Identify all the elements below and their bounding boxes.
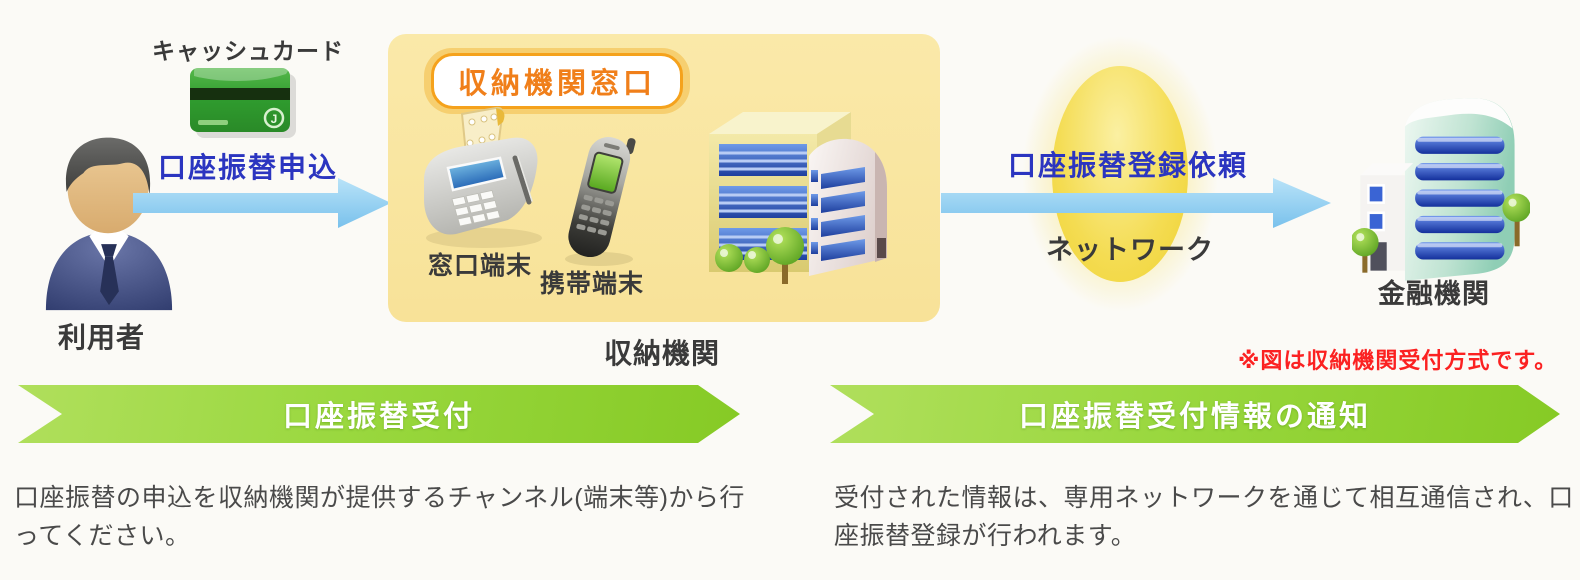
mobile-terminal-label: 携帯端末 — [540, 270, 645, 298]
step-description-notification: 受付された情報は、専用ネットワークを通じて相互通信され、口座振替登録が行われます… — [834, 484, 1574, 550]
mobile-terminal-icon — [565, 137, 636, 266]
step-banner-reception: 口座振替受付 — [18, 385, 740, 443]
network-oval — [1052, 66, 1188, 282]
cash-card-icon: J — [190, 68, 296, 138]
counter-terminal-label: 窓口端末 — [428, 252, 533, 280]
apply-arrow — [133, 178, 391, 228]
svg-text:J: J — [271, 112, 278, 126]
step-banner-notification-label: 口座振替受付情報の通知 — [1018, 401, 1371, 433]
bank-building-icon — [1352, 98, 1530, 281]
step-banner-notification: 口座振替受付情報の通知 — [830, 385, 1560, 443]
register-arrow — [941, 178, 1331, 228]
register-request-label: 口座振替登録依頼 — [1008, 150, 1249, 181]
user-label: 利用者 — [58, 322, 146, 353]
agency-building-icon — [709, 112, 887, 284]
step-banner-reception-label: 口座振替受付 — [282, 401, 475, 433]
diagram-note: ※図は収納機関受付方式です。 — [1238, 348, 1558, 373]
user-person-icon — [45, 137, 173, 311]
bank-label: 金融機関 — [1378, 279, 1490, 309]
apply-label: 口座振替申込 — [158, 152, 339, 183]
network-label: ネットワーク — [1046, 235, 1214, 265]
cash-card-label: キャッシュカード — [152, 38, 344, 64]
agency-caption: 収納機関 — [604, 338, 721, 369]
agency-window-badge-label: 収納機関窓口 — [431, 53, 684, 109]
counter-terminal-icon — [424, 106, 542, 248]
agency-window-badge: 収納機関窓口 — [424, 48, 691, 114]
step-description-reception: 口座振替の申込を収納機関が提供するチャンネル(端末等)から行ってください。 — [14, 484, 745, 550]
